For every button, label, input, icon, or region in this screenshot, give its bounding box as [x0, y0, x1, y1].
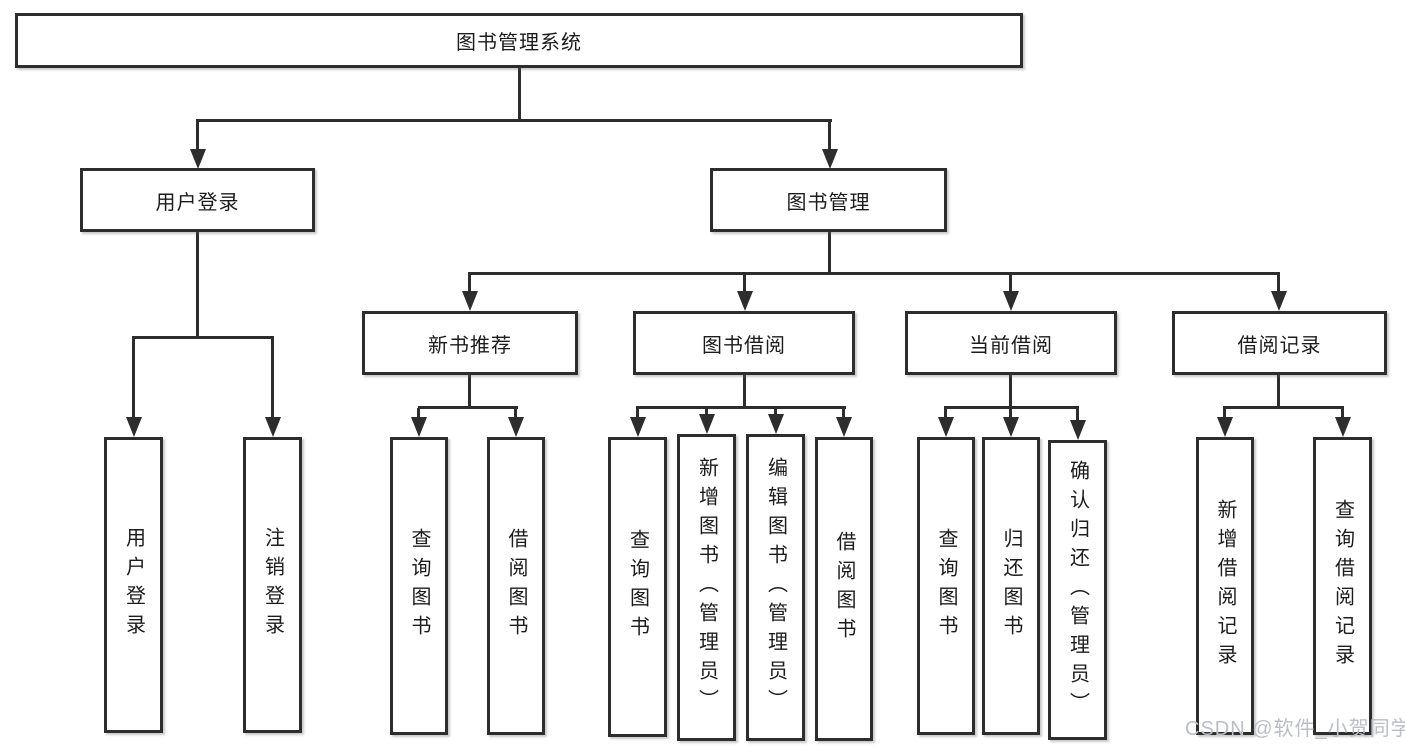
arrowhead-down-icon [411, 417, 427, 437]
connector [468, 274, 471, 292]
connector [1277, 375, 1280, 408]
arrowhead-down-icon [822, 149, 838, 169]
node-leaf-borrow-books: 借阅图书 [815, 437, 873, 741]
connector [944, 408, 947, 419]
arrowhead-down-icon [1335, 417, 1351, 437]
node-leaf-borrow-books-rec: 借阅图书 [487, 437, 545, 735]
connector [132, 336, 274, 339]
connector [828, 121, 831, 151]
connector [196, 121, 199, 151]
arrowhead-down-icon [1003, 417, 1019, 437]
connector [468, 272, 1280, 275]
node-current-borrowing: 当前借阅 [905, 311, 1117, 375]
node-leaf-add-borrow-record: 新增借阅记录 [1196, 437, 1254, 735]
node-leaf-query-books-borrow: 查询图书 [608, 437, 667, 737]
node-leaf-login-label: 用户登录 [122, 527, 145, 643]
arrowhead-down-icon [190, 149, 206, 169]
connector [1076, 408, 1079, 422]
node-leaf-add-book-admin: 新增图书（管理员） [677, 434, 736, 741]
arrowhead-down-icon [1217, 417, 1233, 437]
node-leaf-borrow-books-label: 借阅图书 [833, 531, 855, 647]
connector [417, 408, 420, 419]
node-leaf-confirm-return-admin-label: 确认归还（管理员） [1066, 459, 1089, 721]
node-leaf-query-books-rec: 查询图书 [390, 437, 448, 735]
node-borrow-records-label: 借阅记录 [1237, 334, 1322, 357]
arrowhead-down-icon [1271, 291, 1287, 311]
node-leaf-borrow-books-rec-label: 借阅图书 [505, 528, 527, 644]
node-leaf-edit-book-admin-label: 编辑图书（管理员） [764, 457, 787, 718]
node-user-login-label: 用户登录 [155, 191, 240, 214]
connector [196, 119, 832, 122]
connector [1009, 274, 1012, 292]
node-leaf-query-books-current-label: 查询图书 [935, 528, 957, 644]
node-leaf-confirm-return-admin: 确认归还（管理员） [1048, 440, 1107, 740]
connector [518, 68, 521, 120]
connector [774, 408, 777, 416]
node-leaf-logout: 注销登录 [243, 437, 302, 733]
node-root-label: 图书管理系统 [456, 32, 582, 54]
node-leaf-logout-label: 注销登录 [261, 527, 284, 643]
arrowhead-down-icon [699, 414, 715, 434]
connector [743, 375, 746, 408]
connector [828, 232, 831, 274]
node-leaf-query-books-borrow-label: 查询图书 [626, 529, 649, 645]
node-current-borrowing-label: 当前借阅 [969, 334, 1053, 357]
connector [196, 232, 199, 337]
connector [271, 338, 274, 419]
arrowhead-down-icon [630, 417, 646, 437]
connector [1223, 406, 1344, 409]
node-leaf-query-borrow-record-label: 查询借阅记录 [1331, 499, 1354, 673]
node-leaf-query-books-current: 查询图书 [917, 437, 975, 735]
node-user-login: 用户登录 [80, 168, 315, 232]
node-root: 图书管理系统 [15, 13, 1023, 68]
connector [1009, 375, 1012, 408]
connector [514, 408, 517, 419]
node-book-management-label: 图书管理 [786, 191, 871, 214]
connector [636, 406, 846, 409]
node-book-borrowing-label: 图书借阅 [702, 334, 786, 357]
node-leaf-query-books-rec-label: 查询图书 [408, 528, 430, 644]
connector [468, 375, 471, 408]
node-leaf-edit-book-admin: 编辑图书（管理员） [746, 434, 805, 741]
node-borrow-records: 借阅记录 [1172, 311, 1387, 375]
csdn-watermark: CSDN @软件_小贺同学 [1185, 718, 1405, 740]
node-new-book-recommend: 新书推荐 [362, 311, 578, 375]
node-new-book-recommend-label: 新书推荐 [428, 334, 512, 357]
connector [944, 406, 1079, 409]
arrowhead-down-icon [768, 414, 784, 434]
connector [1009, 408, 1012, 419]
connector [1277, 274, 1280, 292]
connector [636, 408, 639, 419]
connector [743, 274, 746, 292]
arrowhead-down-icon [265, 417, 281, 437]
connector [132, 338, 135, 419]
connector [1223, 408, 1226, 419]
node-book-management: 图书管理 [710, 168, 947, 232]
connector [842, 408, 845, 419]
connector [705, 408, 708, 416]
arrowhead-down-icon [1003, 291, 1019, 311]
connector [1341, 408, 1344, 419]
arrowhead-down-icon [938, 417, 954, 437]
node-leaf-add-borrow-record-label: 新增借阅记录 [1214, 499, 1236, 673]
arrowhead-down-icon [1070, 420, 1086, 440]
arrowhead-down-icon [126, 417, 142, 437]
arrowhead-down-icon [836, 417, 852, 437]
connector [418, 406, 518, 409]
node-leaf-login: 用户登录 [104, 437, 163, 733]
node-leaf-add-book-admin-label: 新增图书（管理员） [695, 457, 718, 718]
arrowhead-down-icon [737, 291, 753, 311]
node-leaf-return-book-label: 归还图书 [1000, 528, 1022, 644]
node-leaf-query-borrow-record: 查询借阅记录 [1313, 437, 1372, 735]
arrowhead-down-icon [508, 417, 524, 437]
node-book-borrowing: 图书借阅 [633, 311, 855, 375]
node-leaf-return-book: 归还图书 [982, 437, 1040, 735]
arrowhead-down-icon [462, 291, 478, 311]
